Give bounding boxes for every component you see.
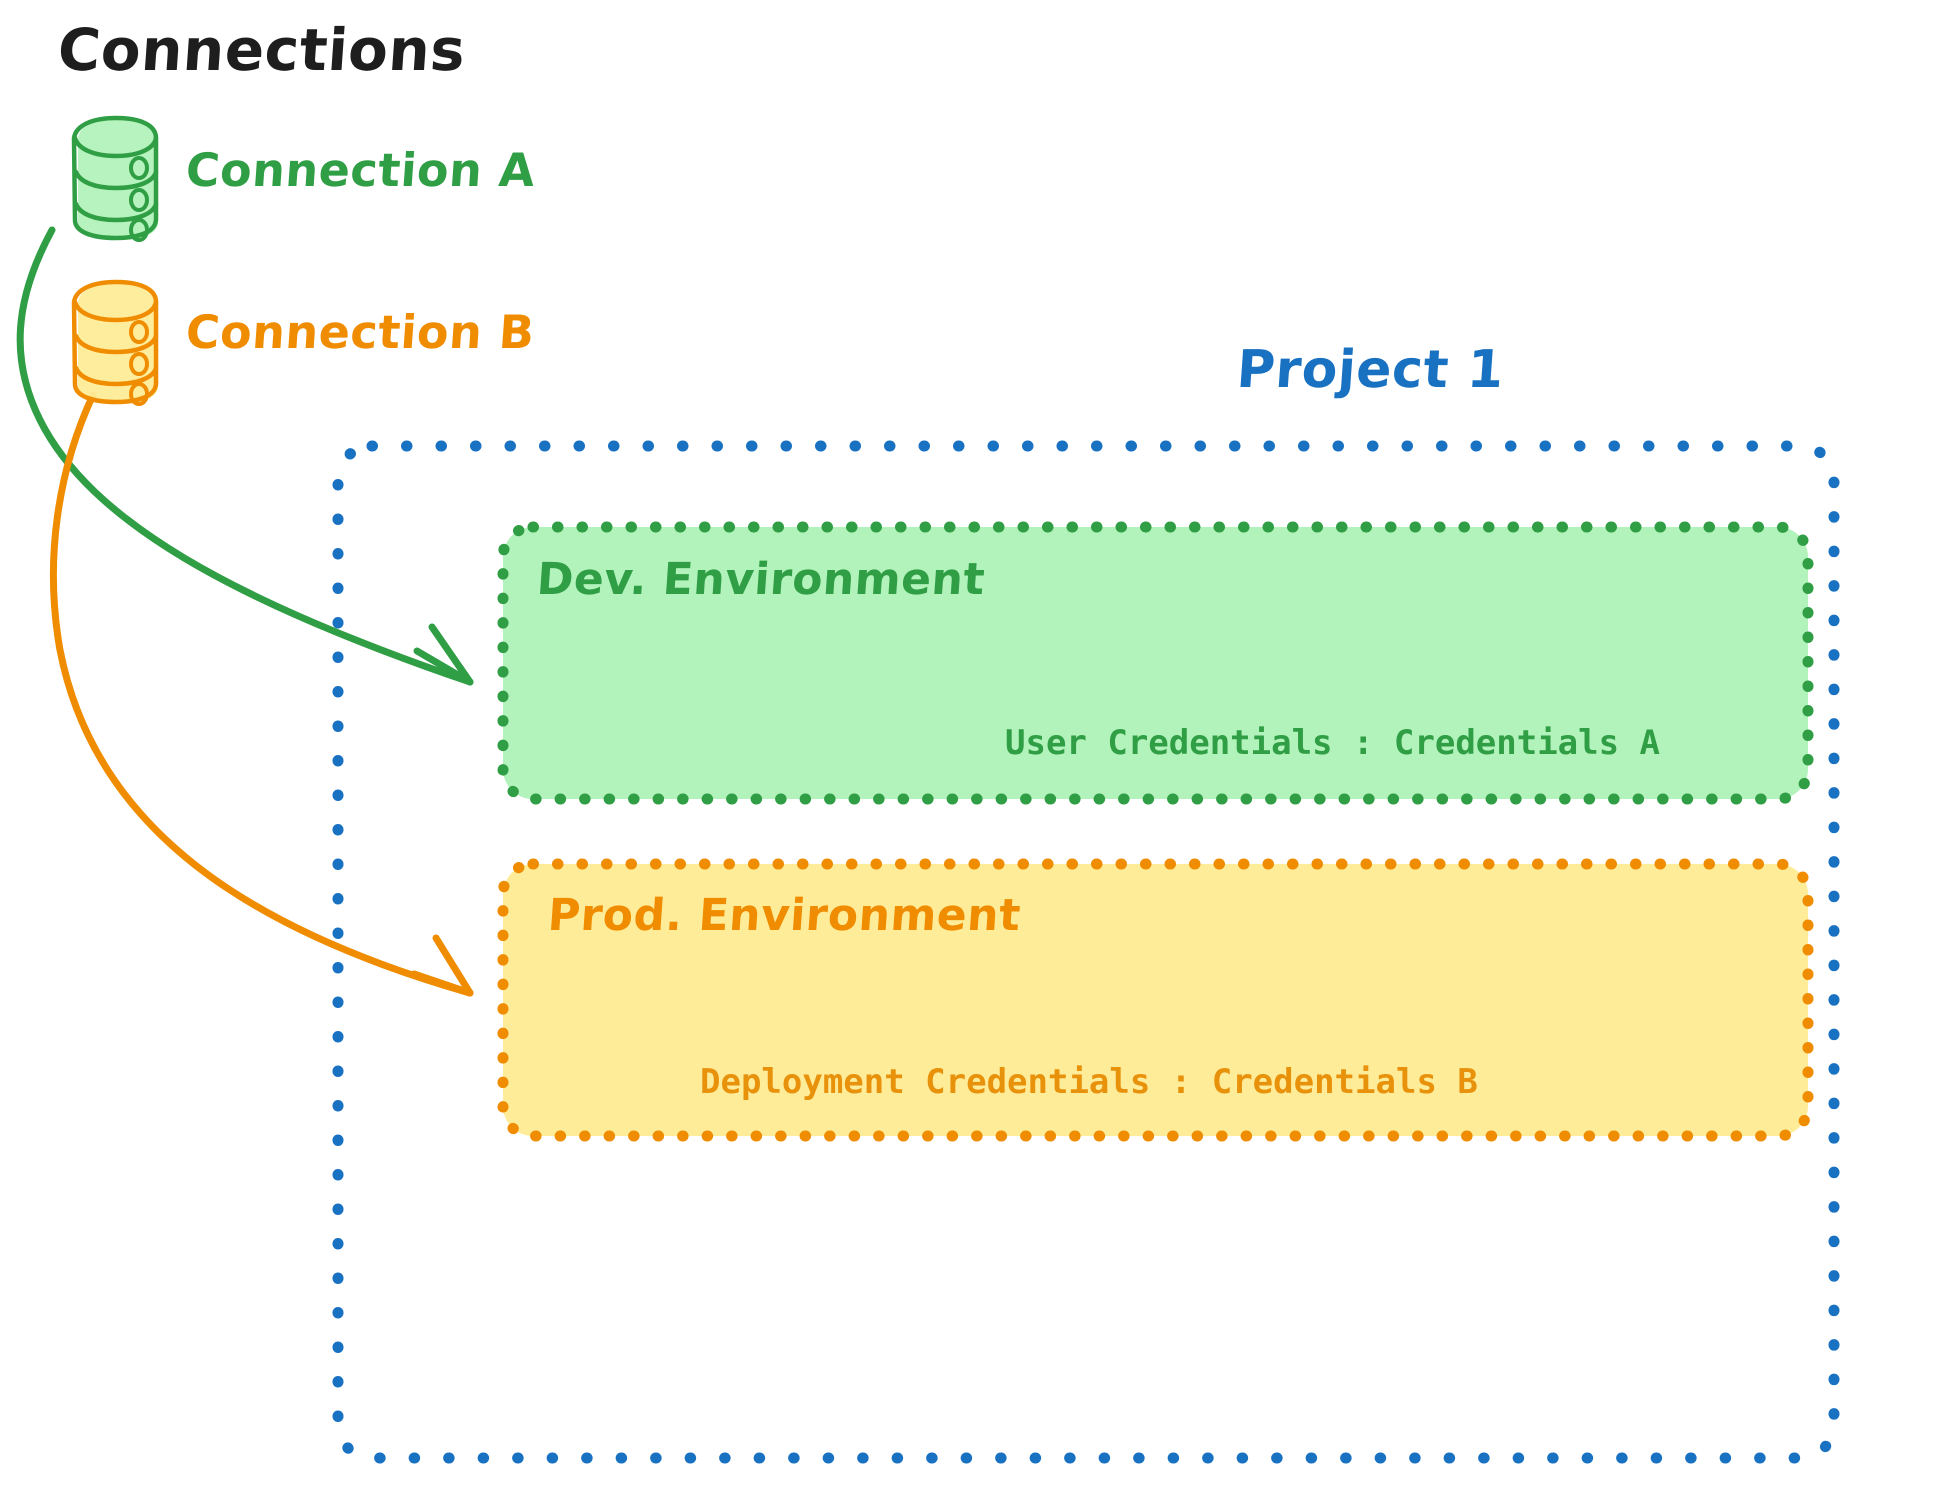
arrow-shaft	[49, 391, 474, 997]
dev-environment-border	[497, 521, 1814, 805]
prod-environment-box[interactable]	[497, 858, 1814, 1142]
db-outline	[71, 279, 159, 405]
arrow-head-upper	[410, 970, 474, 997]
project-1-label: Project 1	[1234, 340, 1507, 400]
db-led-1	[129, 156, 149, 180]
db-led-2	[129, 352, 149, 376]
arrow-head-lower	[432, 934, 474, 997]
db-top-ellipse	[72, 299, 159, 323]
dev-environment-fill	[503, 527, 1808, 799]
connection-b-label[interactable]: Connection B	[184, 305, 537, 359]
prod-environment-credentials: Deployment Credentials : Credentials B	[700, 1062, 1478, 1102]
dev-environment-box[interactable]	[497, 521, 1814, 805]
connection-a-label[interactable]: Connection A	[184, 143, 537, 197]
prod-environment-border	[497, 858, 1814, 1142]
arrow-connection-b-to-prod[interactable]	[49, 391, 474, 997]
db-divider-2	[73, 201, 159, 223]
db-led-3	[129, 218, 149, 242]
prod-environment-title: Prod. Environment	[546, 890, 1023, 941]
db-outline	[71, 115, 159, 241]
db-divider-2	[73, 365, 159, 387]
dev-environment-credentials: User Credentials : Credentials A	[1005, 723, 1661, 763]
prod-environment-fill	[503, 864, 1808, 1136]
database-icon[interactable]	[71, 115, 159, 242]
db-divider-1	[73, 169, 159, 191]
arrow-shaft	[16, 226, 474, 686]
db-led-1	[129, 320, 149, 344]
db-led-3	[129, 382, 149, 406]
arrow-connection-a-to-dev[interactable]	[16, 226, 474, 686]
db-top-ellipse	[72, 135, 159, 159]
arrow-head-upper	[413, 647, 474, 686]
db-divider-1	[73, 333, 159, 355]
page-title: Connections	[55, 16, 468, 84]
db-led-2	[129, 188, 149, 212]
database-icon[interactable]	[71, 279, 159, 406]
dev-environment-title: Dev. Environment	[535, 554, 987, 605]
arrow-head-lower	[428, 623, 474, 686]
